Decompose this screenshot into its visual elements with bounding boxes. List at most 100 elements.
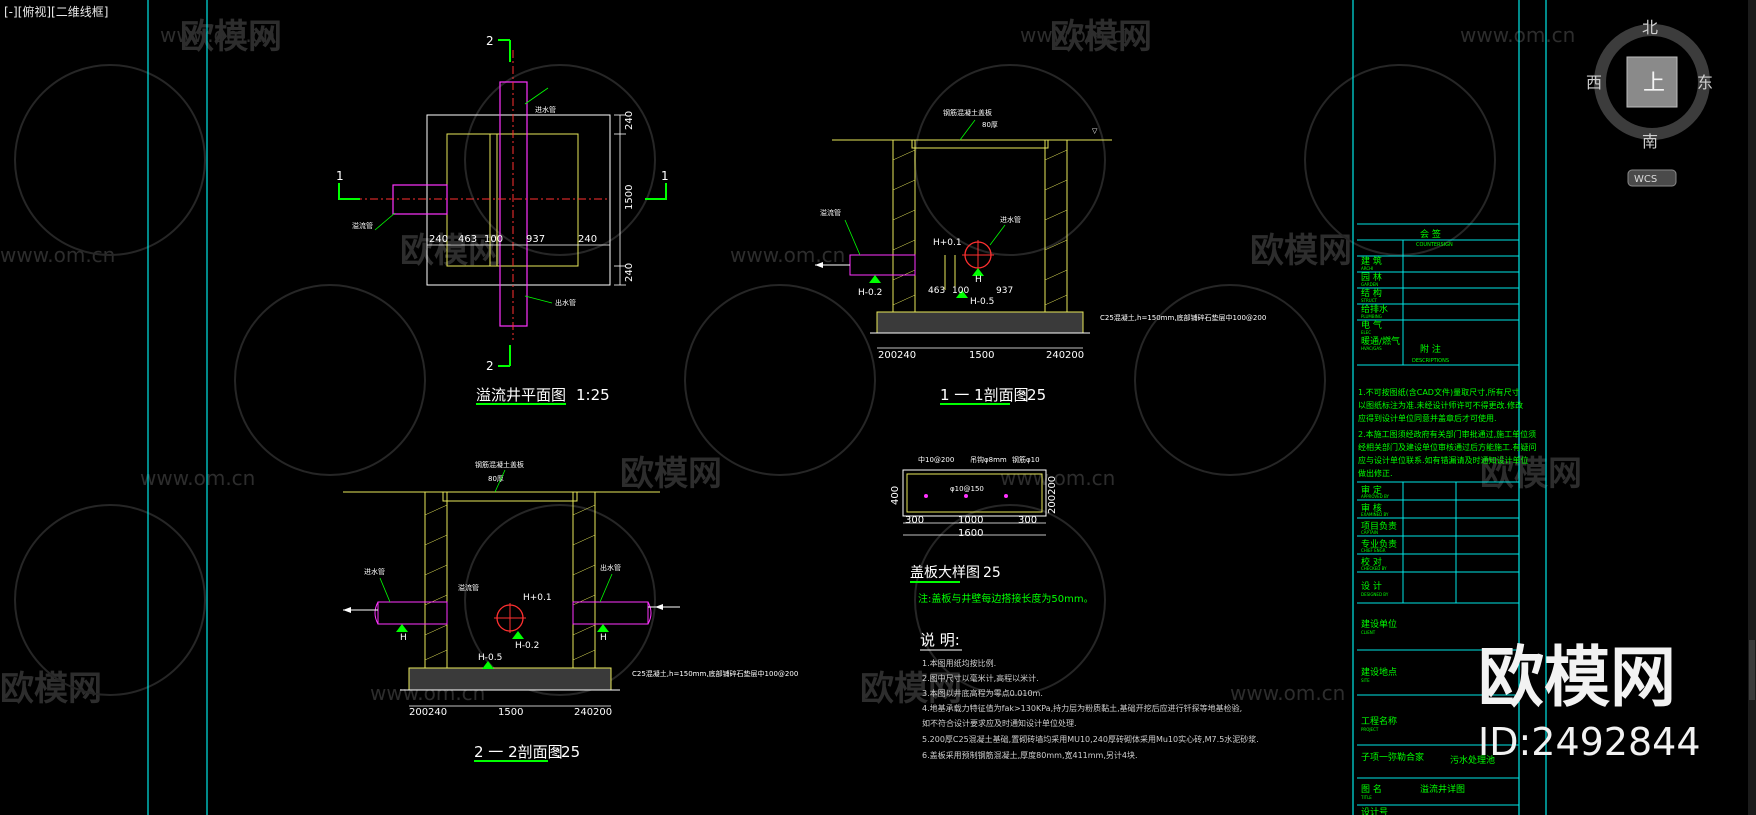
tb-drawing-en: TITLE — [1360, 795, 1372, 800]
tb-sign-en: CHIEF ENGR — [1361, 548, 1386, 553]
s22-label-in: 进水管 — [364, 567, 385, 576]
tb-countersign-en: COUNTERSIGN — [1416, 242, 1453, 248]
plan-dim-h: 100 — [484, 234, 503, 245]
tb-sign-cn: 设 计 — [1361, 580, 1382, 592]
s11-dim-bottom: 200 — [1065, 350, 1084, 361]
cover-dim: 1000 — [958, 515, 983, 526]
tb-row-cn: 电 气 — [1361, 319, 1382, 331]
section-1-1[interactable]: H+0.1 H H-0.2 H-0.5 463 100 937 钢筋混凝土盖板 … — [815, 108, 1266, 405]
watermark-site: www.om.cn — [0, 243, 115, 267]
notes-block: 说 明: 1.本图用纸均按比例. 2.图中尺寸以毫米计,高程以米计. 3.本图以… — [920, 631, 1259, 760]
tb-sign-cn: 专业负责 — [1361, 538, 1397, 550]
wcs-label: WCS — [1634, 174, 1657, 185]
tb-row-cn: 暖通/燃气 — [1361, 335, 1400, 347]
plan-dim-bot: 240 — [624, 263, 635, 282]
cover-title: 盖板大样图 — [910, 565, 980, 581]
plan-dim-h: 240 — [578, 234, 597, 245]
tb-project: 工程名称 — [1361, 715, 1397, 727]
watermark-layer: 欧模网 欧模网 欧模网 欧模网 欧模网 欧模网 欧模网 欧模网 www.om.c… — [0, 17, 1582, 709]
compass-west[interactable]: 西 — [1586, 73, 1602, 92]
tb-desc-line: 做出修正. — [1358, 468, 1393, 478]
watermark-site: www.om.cn — [1020, 23, 1135, 47]
s22-h-bottom: H-0.5 — [478, 653, 502, 663]
plan-label-out: 出水管 — [555, 298, 576, 307]
s11-h-bottom: H-0.5 — [970, 297, 994, 307]
cover-total: 1600 — [958, 528, 983, 539]
s11-scale: :25 — [1022, 386, 1046, 404]
viewcube-center[interactable]: 上 — [1643, 71, 1665, 96]
watermark-brand: 欧模网 — [400, 231, 502, 271]
compass-east[interactable]: 东 — [1697, 73, 1713, 92]
s11-base: C25混凝土,h=150mm,底部铺碎石垫层中100@200 — [1100, 313, 1266, 322]
section-2-2[interactable]: H+0.1 H H H-0.2 H-0.5 钢筋混凝土盖板 80厚 进水管 出水… — [343, 460, 798, 762]
plan-view[interactable]: 2 2 1 1 240 1500 240 240 463 100 937 240… — [336, 34, 669, 405]
notes-line: 5.200厚C25混凝土基础,置砌砖墙均采用MU10,240厚砖砌体采用Mu10… — [922, 734, 1259, 744]
cover-detail[interactable]: 中10@200 吊钩φ8mm 钢筋φ10 φ10@150 300 1000 30… — [890, 455, 1094, 605]
cover-dim: 300 — [1018, 515, 1037, 526]
notes-title: 说 明: — [920, 631, 960, 649]
s11-label-right: 进水管 — [1000, 215, 1021, 224]
cover-top-label: 钢筋φ10 — [1012, 455, 1040, 464]
s11-dim-bottom: 1500 — [969, 350, 994, 361]
watermark-brand: 欧模网 — [860, 669, 962, 709]
s22-dim-bottom: 1500 — [498, 707, 523, 718]
s22-scale: :25 — [556, 743, 580, 761]
tb-sign-en: APPROVED BY — [1361, 494, 1390, 499]
big-id: ID:2492844 — [1478, 720, 1701, 764]
tb-sign-cn: 审 核 — [1361, 502, 1382, 514]
tb-sign-en: CAPTAIN — [1361, 530, 1378, 535]
tb-countersign: 会 签 — [1420, 228, 1441, 240]
s22-h-plus: H+0.1 — [523, 593, 552, 603]
tb-subitem-val: 污水处理池 — [1450, 754, 1495, 766]
wcs-button[interactable] — [1627, 169, 1677, 187]
s22-base: C25混凝土,h=150mm,底部铺碎石垫层中100@200 — [632, 669, 798, 678]
watermark-brand: 欧模网 — [1250, 231, 1352, 271]
scrollbar-thumb[interactable] — [1749, 640, 1755, 700]
watermark-site: www.om.cn — [160, 23, 275, 47]
notes-line: 4.地基承载力特征值为fak>130KPa,持力层为粉质黏土,基础开挖后应进行钎… — [922, 703, 1242, 713]
tb-site: 建设地点 — [1361, 666, 1397, 678]
tb-desc-line: 应得到设计单位同意并盖章后才可使用. — [1358, 413, 1497, 423]
tb-site-en: SITE — [1361, 678, 1370, 683]
tb-drawing-val: 溢流井详图 — [1420, 783, 1465, 795]
notes-line: 3.本图以井底高程为零点0.010m. — [922, 688, 1043, 698]
tb-client: 建设单位 — [1361, 618, 1397, 630]
cover-note: 注:盖板与井壁每边搭接长度为50mm。 — [918, 592, 1094, 605]
plan-label-in: 进水管 — [535, 105, 556, 114]
tb-sign-en: DESIGNED BY — [1361, 592, 1389, 597]
s22-dim-bottom: 200 — [593, 707, 612, 718]
watermark-site: www.om.cn — [730, 243, 845, 267]
tb-drawing-no: 设计号 — [1361, 806, 1388, 815]
big-brand: 欧模网 — [1478, 639, 1676, 716]
tb-row-cn: 园 林 — [1361, 271, 1382, 283]
notes-line: 2.图中尺寸以毫米计,高程以米计. — [922, 673, 1039, 683]
s11-label-left: 溢流管 — [820, 208, 841, 217]
cover-top-label: 中10@200 — [918, 455, 954, 464]
viewcube-face[interactable] — [1626, 56, 1678, 108]
tb-row-en: ELEC — [1361, 330, 1371, 335]
tb-sign-en: EXAMINED BY — [1361, 512, 1389, 517]
big-watermark: 欧模网 ID:2492844 — [1478, 639, 1701, 764]
vertical-scrollbar[interactable] — [1748, 0, 1756, 815]
s22-dim-bottom: 200 — [409, 707, 428, 718]
compass-south[interactable]: 南 — [1642, 132, 1658, 151]
tb-sign-en: CHECKED BY — [1361, 566, 1387, 571]
plan-label-over: 溢流管 — [352, 221, 373, 230]
plan-scale: 1:25 — [576, 386, 610, 404]
tb-row-cn: 结 构 — [1361, 287, 1382, 299]
tb-sign-cn: 审 定 — [1361, 484, 1382, 496]
s11-h-plus: H+0.1 — [933, 238, 962, 248]
tb-desc-line: 2.本施工图须经政府有关部门审批通过,施工单位须 — [1358, 429, 1536, 439]
cover-top-label: 吊钩φ8mm — [970, 455, 1007, 464]
s22-h-left: H — [400, 633, 407, 643]
compass-north[interactable]: 北 — [1642, 18, 1658, 37]
s11-dim-bottom: 240 — [897, 350, 916, 361]
s22-label-mid: 溢流管 — [458, 583, 479, 592]
plan-dim-mid: 1500 — [624, 185, 635, 210]
s22-cover: 钢筋混凝土盖板 — [475, 460, 524, 469]
s22-label-out: 出水管 — [600, 563, 621, 572]
viewport-view-label[interactable]: [-][俯视][二维线框] — [4, 5, 109, 19]
drawing-frame — [147, 0, 1547, 815]
viewcube[interactable]: 上 北 南 东 西 WCS — [1586, 18, 1713, 187]
